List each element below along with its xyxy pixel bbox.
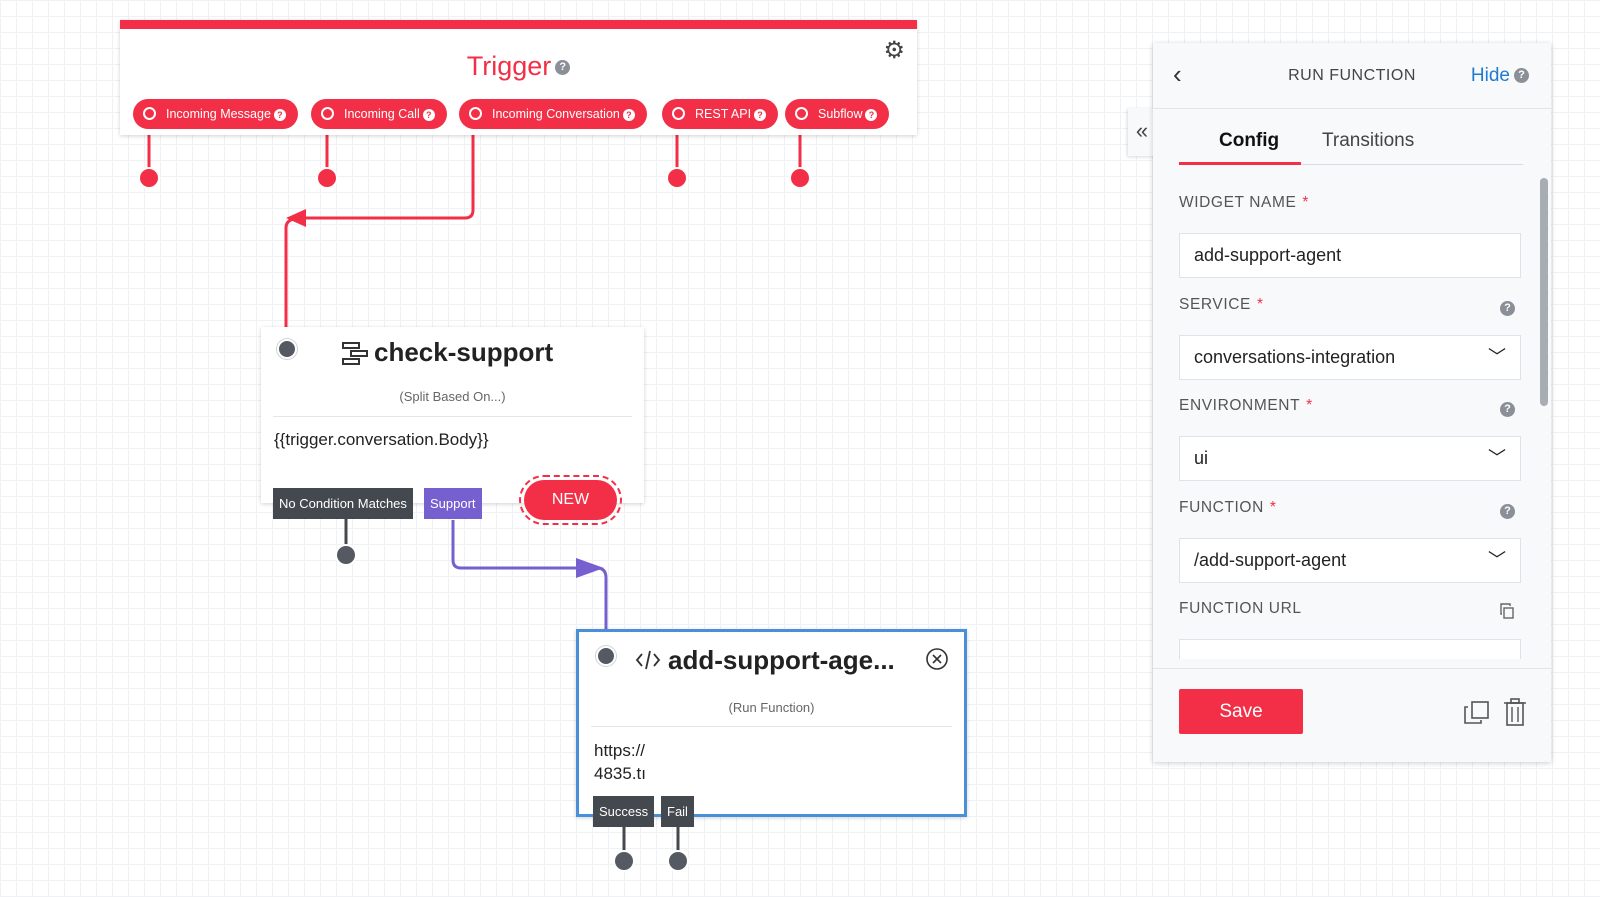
trigger-pill-incoming-message[interactable]: Incoming Message?: [133, 99, 298, 129]
port-ring-icon: [795, 107, 808, 120]
environment-select[interactable]: ui﹀: [1179, 436, 1521, 481]
collapse-panel-icon[interactable]: «: [1128, 108, 1156, 156]
node-subtitle: (Run Function): [728, 700, 815, 715]
help-icon[interactable]: ?: [422, 108, 435, 121]
panel-tabs: Config Transitions: [1179, 130, 1523, 165]
active-tab-indicator: [1179, 162, 1301, 165]
node-body-line-2: 4835.tı: [594, 764, 646, 783]
node-body: {{trigger.conversation.Body}}: [274, 430, 489, 449]
help-icon[interactable]: ?: [1500, 504, 1515, 519]
copy-icon[interactable]: [1499, 603, 1515, 619]
trigger-port-rest-api: [666, 167, 688, 189]
close-icon[interactable]: [925, 647, 949, 671]
panel-title: RUN FUNCTION: [1288, 67, 1416, 84]
divider: [591, 726, 952, 727]
input-port[interactable]: [277, 339, 297, 359]
help-icon[interactable]: ?: [555, 60, 571, 76]
widget-config-panel: ‹ RUN FUNCTION Hide? Config Transitions …: [1153, 43, 1551, 762]
help-icon[interactable]: ?: [273, 108, 286, 121]
gears-icon[interactable]: ⚙: [883, 37, 905, 64]
new-transition-button[interactable]: NEW: [519, 475, 622, 525]
function-select[interactable]: /add-support-agent﹀: [1179, 538, 1521, 583]
service-select[interactable]: conversations-integration﹀: [1179, 335, 1521, 380]
run-function-port-success: [613, 850, 635, 872]
chevron-down-icon: ﹀: [1488, 448, 1506, 468]
tab-transitions[interactable]: Transitions: [1322, 130, 1415, 151]
code-icon: [635, 650, 661, 670]
trigger-pill-subflow[interactable]: Subflow?: [785, 99, 890, 129]
run-function-widget[interactable]: add-support-age... (Run Function) https:…: [576, 629, 967, 817]
function-url-field[interactable]: [1179, 639, 1521, 659]
port-ring-icon: [143, 107, 156, 120]
check-support-widget[interactable]: check-support (Split Based On...) {{trig…: [261, 327, 644, 503]
split-icon: [342, 342, 368, 365]
save-button[interactable]: Save: [1179, 689, 1303, 734]
help-icon[interactable]: ?: [1500, 301, 1515, 316]
tab-config[interactable]: Config: [1219, 130, 1280, 151]
help-icon[interactable]: ?: [1500, 402, 1515, 417]
trigger-widget[interactable]: Trigger? ⚙ Incoming Message? Incoming Ca…: [120, 20, 917, 135]
environment-label: ENVIRONMENT*: [1179, 397, 1313, 414]
check-support-port-no-condition: [335, 544, 357, 566]
widget-name-input[interactable]: add-support-agent: [1179, 233, 1521, 278]
help-icon[interactable]: ?: [865, 108, 878, 121]
trigger-port-subflow: [789, 167, 811, 189]
chevron-down-icon: ﹀: [1488, 550, 1506, 570]
divider: [273, 416, 632, 417]
port-ring-icon: [672, 107, 685, 120]
panel-scrollbar[interactable]: [1540, 178, 1548, 406]
trigger-port-incoming-message: [138, 167, 160, 189]
chevron-left-icon[interactable]: ‹: [1173, 59, 1182, 89]
service-label: SERVICE*: [1179, 296, 1264, 313]
node-title: check-support: [374, 337, 554, 367]
help-icon[interactable]: ?: [622, 108, 635, 121]
trash-icon[interactable]: [1500, 697, 1530, 727]
transition-no-condition-matches[interactable]: No Condition Matches: [273, 488, 413, 519]
port-ring-icon: [321, 107, 334, 120]
node-title: add-support-age...: [668, 645, 895, 675]
transition-fail[interactable]: Fail: [661, 796, 694, 827]
node-subtitle: (Split Based On...): [399, 389, 506, 404]
trigger-pill-incoming-conversation[interactable]: Incoming Conversation?: [459, 99, 647, 129]
duplicate-icon[interactable]: [1462, 697, 1492, 727]
input-port[interactable]: [596, 646, 616, 666]
trigger-port-incoming-call: [316, 167, 338, 189]
widget-name-label: WIDGET NAME*: [1179, 194, 1310, 211]
function-url-label: FUNCTION URL: [1179, 600, 1302, 617]
trigger-pill-rest-api[interactable]: REST API?: [662, 99, 779, 129]
transition-support[interactable]: Support: [424, 488, 482, 519]
panel-footer: Save: [1153, 668, 1551, 762]
hide-panel-link[interactable]: Hide?: [1471, 65, 1529, 87]
port-ring-icon: [469, 107, 482, 120]
help-icon[interactable]: ?: [754, 108, 767, 121]
trigger-pill-incoming-call[interactable]: Incoming Call?: [311, 99, 447, 129]
node-body-line-1: https://: [594, 741, 646, 760]
run-function-port-fail: [667, 850, 689, 872]
panel-header: ‹ RUN FUNCTION Hide?: [1153, 43, 1551, 109]
chevron-down-icon: ﹀: [1488, 347, 1506, 367]
transition-success[interactable]: Success: [593, 796, 655, 827]
function-label: FUNCTION*: [1179, 499, 1277, 516]
help-icon[interactable]: ?: [1514, 68, 1529, 84]
trigger-title: Trigger?: [120, 51, 917, 82]
